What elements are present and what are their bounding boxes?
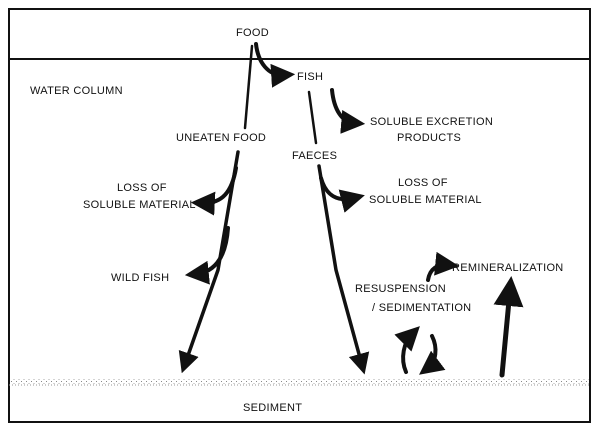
arrow-sedimentation-down — [419, 334, 446, 375]
label-soluble-excretion: SOLUBLE EXCRETION — [370, 116, 493, 128]
label-water-column: WATER COLUMN — [30, 85, 123, 97]
diagram-frame — [8, 8, 591, 423]
label-loss-right-1: LOSS OF — [398, 177, 448, 189]
label-loss-left-1: LOSS OF — [117, 182, 167, 194]
arrow-uneaten-to-sediment — [178, 150, 240, 374]
arrow-remineralization-up — [493, 276, 524, 378]
label-sedimentation: / SEDIMENTATION — [372, 302, 471, 314]
label-soluble-excretion-products: PRODUCTS — [397, 132, 461, 144]
flow-arrows — [178, 42, 524, 378]
label-sediment: SEDIMENT — [243, 402, 302, 414]
arrow-food-to-fish — [254, 42, 296, 88]
label-wild-fish: WILD FISH — [111, 272, 169, 284]
arrow-uneaten-to-wild-fish — [184, 226, 230, 285]
sediment-interface-band — [10, 378, 589, 385]
arrow-resuspension-up — [394, 326, 420, 374]
label-loss-right-2: SOLUBLE MATERIAL — [369, 194, 482, 206]
label-remineralization: REMINERALIZATION — [452, 262, 564, 274]
label-resuspension: RESUSPENSION — [355, 283, 446, 295]
label-loss-left-2: SOLUBLE MATERIAL — [83, 199, 196, 211]
label-fish: FISH — [297, 71, 323, 83]
arrow-fish-to-excretion — [330, 88, 366, 134]
arrow-food-to-uneaten — [243, 44, 254, 130]
label-uneaten-food: UNEATEN FOOD — [176, 132, 266, 144]
arrow-faeces-to-loss — [319, 176, 365, 213]
label-food: FOOD — [236, 27, 269, 39]
diagram-labels: FOOD FISH WATER COLUMN UNEATEN FOOD FAEC… — [30, 27, 564, 414]
label-faeces: FAECES — [292, 150, 337, 162]
arrow-faeces-to-sediment — [317, 164, 370, 375]
arrow-uneaten-to-loss — [190, 166, 238, 216]
arrow-to-remineralization — [426, 251, 460, 282]
arrow-fish-to-faeces — [307, 90, 318, 145]
